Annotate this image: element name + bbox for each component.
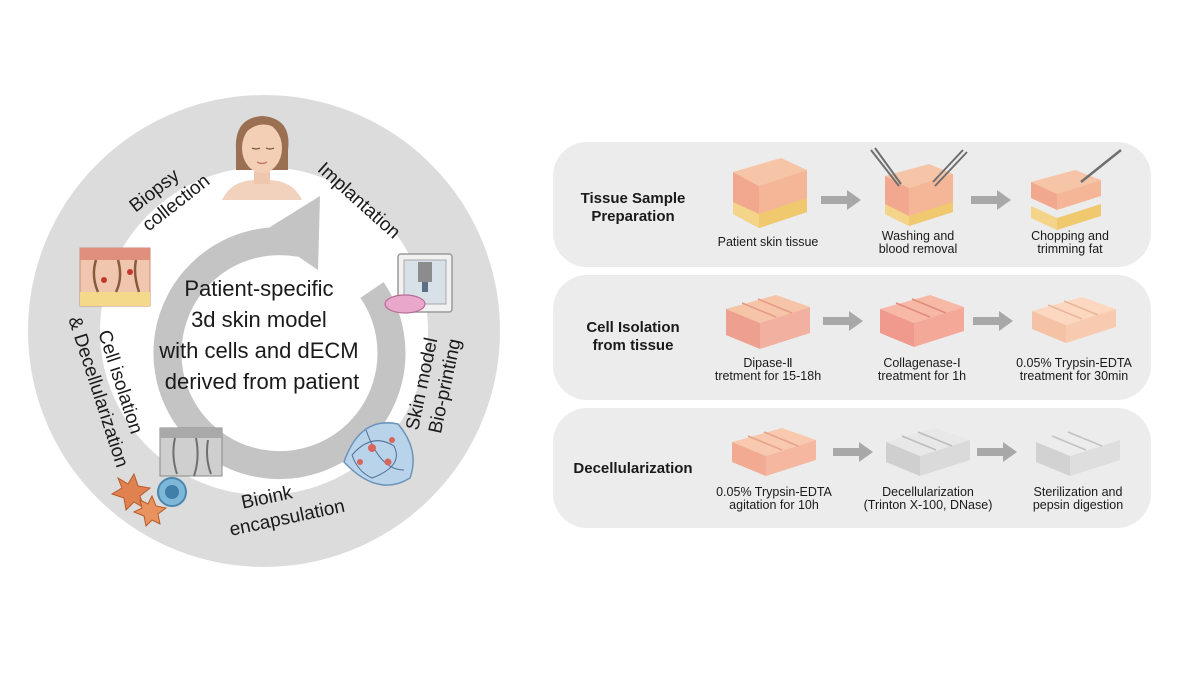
step-caption: Washing and blood removal xyxy=(878,229,958,256)
tissue-pieces-icon xyxy=(726,295,810,349)
arrow-icon xyxy=(971,190,1011,210)
workflow-cycle-diagram: Patient-specific 3d skin model with cell… xyxy=(28,95,500,567)
bioprinter-icon xyxy=(384,253,453,314)
center-line-1: Patient-specific xyxy=(184,276,333,301)
center-title: Patient-specific 3d skin model with cell… xyxy=(158,276,364,394)
skin-section-icon xyxy=(159,427,223,477)
panel-decellularization: Decellularization 0.05% Trypsin-EDTA agi… xyxy=(553,408,1151,528)
arrow-icon xyxy=(833,442,873,462)
step-caption: Dipase-Ⅱ tretment for 15-18h xyxy=(714,356,822,383)
center-line-2: 3d skin model xyxy=(191,307,327,332)
arrow-icon xyxy=(973,311,1013,331)
center-line-4: derived from patient xyxy=(165,369,359,394)
step-caption: Collagenase-Ⅰ treatment for 1h xyxy=(877,356,967,383)
arrow-icon xyxy=(821,190,861,210)
tweezers-tissue-icon xyxy=(870,147,968,226)
step-sterilization: Sterilization and pepsin digestion xyxy=(1003,422,1153,512)
panel-tissue-prep: Tissue Sample Preparation Patient skin t… xyxy=(553,142,1151,267)
step-dipase: Dipase-Ⅱ tretment for 15-18h xyxy=(693,289,843,383)
step-caption: Patient skin tissue xyxy=(717,235,819,249)
decellularized-tissue-icon xyxy=(886,428,970,476)
cells-icon xyxy=(110,472,187,528)
tissue-pieces-icon xyxy=(732,428,816,476)
step-trypsin: 0.05% Trypsin-EDTA treatment for 30min xyxy=(999,289,1149,383)
panel-cell-isolation: Cell Isolation from tissue Dipase-Ⅱ tret… xyxy=(553,275,1151,400)
arrow-icon xyxy=(823,311,863,331)
tissue-pieces-icon xyxy=(1032,297,1116,343)
step-caption: Chopping and trimming fat xyxy=(1031,229,1109,256)
tissue-pieces-icon xyxy=(880,295,964,347)
panel-title: Decellularization xyxy=(573,460,693,477)
cycle-arrow-head xyxy=(262,196,320,270)
panel-title: Cell Isolation from tissue xyxy=(586,319,680,354)
step-caption: Decellularization (Trinton X-100, DNase) xyxy=(863,485,993,512)
step-washing: Washing and blood removal xyxy=(843,146,993,256)
step-caption: 0.05% Trypsin-EDTA treatment for 30min xyxy=(1016,356,1132,383)
arrow-icon xyxy=(977,442,1017,462)
step-patient-skin: Patient skin tissue xyxy=(693,152,843,249)
step-trypsin-agitation: 0.05% Trypsin-EDTA agitation for 10h xyxy=(699,422,849,512)
panel-title: Tissue Sample Preparation xyxy=(580,190,686,225)
hydrogel-scaffold-icon xyxy=(343,422,414,486)
step-chopping: Chopping and trimming fat xyxy=(995,146,1145,256)
decellularized-tissue-icon xyxy=(1036,428,1120,476)
skin-tissue-icon xyxy=(733,158,807,228)
step-collagenase: Collagenase-Ⅰ treatment for 1h xyxy=(847,289,997,383)
step-caption: 0.05% Trypsin-EDTA agitation for 10h xyxy=(716,485,832,512)
skin-tissue-icon xyxy=(79,247,151,307)
step-caption: Sterilization and pepsin digestion xyxy=(1032,485,1124,512)
scalpel-tissue-icon xyxy=(1031,149,1122,230)
center-line-3: with cells and dECM xyxy=(158,338,358,363)
step-decellularization: Decellularization (Trinton X-100, DNase) xyxy=(853,422,1003,512)
patient-face-icon xyxy=(222,116,302,200)
